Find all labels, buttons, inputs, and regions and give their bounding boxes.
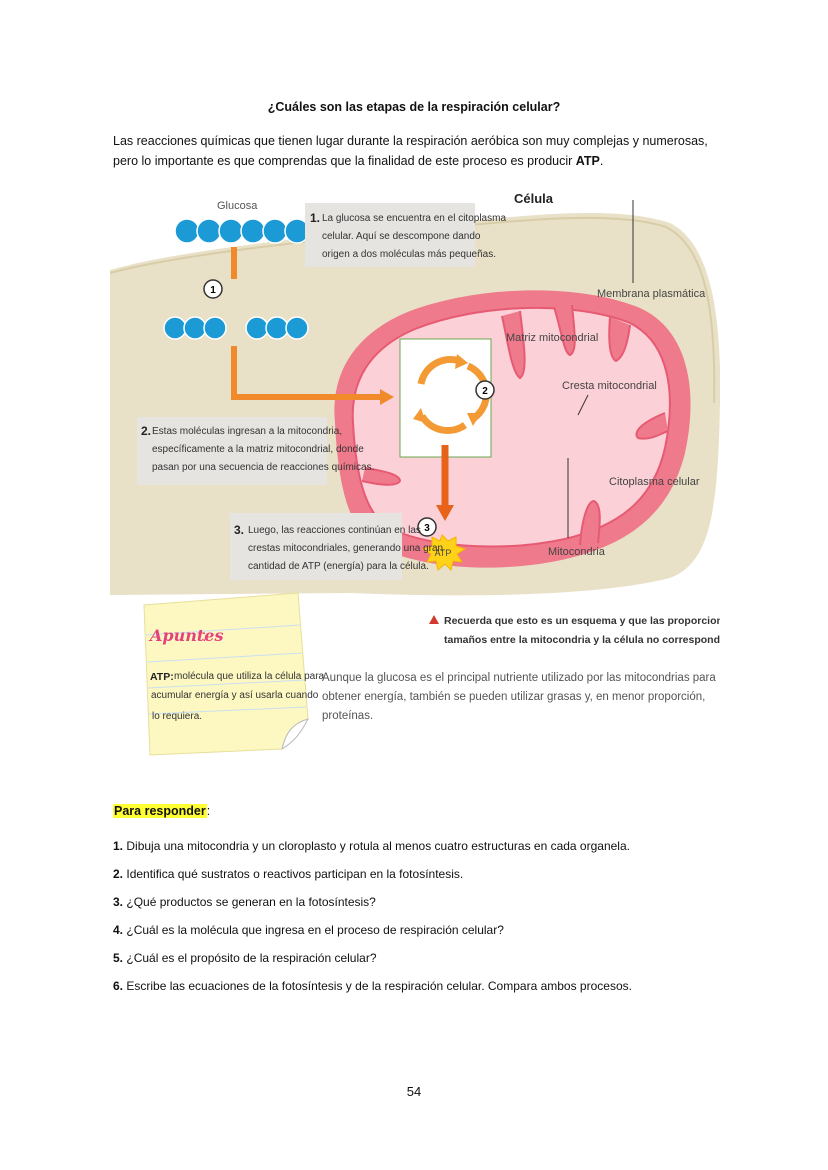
crista-pointer — [577, 394, 589, 416]
question-item: 2. Identifica qué sustratos o reactivos … — [113, 867, 464, 881]
callout-2-number: 2. — [141, 424, 151, 438]
mitochondrial-crista — [608, 316, 631, 363]
cell-membrane — [110, 216, 716, 404]
question-item: 6. Escribe las ecuaciones de la fotosínt… — [113, 979, 632, 993]
callout-2-line: pasan por una secuencia de reacciones qu… — [152, 462, 374, 473]
glucose-molecule — [174, 218, 310, 244]
step-marker-1: 1 — [203, 279, 223, 299]
apuntes-title: Apuntes — [148, 626, 223, 645]
krebs-cycle-box — [399, 338, 492, 458]
mitochondrial-crista — [361, 467, 402, 486]
responder-heading: Para responder: — [113, 804, 211, 818]
callout-2-line: Estas moléculas ingresan a la mitocondri… — [152, 426, 342, 437]
page-number: 54 — [406, 1084, 422, 1099]
side-text-line-2: obtener energía, también se pueden utili… — [322, 691, 705, 703]
transport-arrow — [231, 346, 382, 400]
svg-text:1: 1 — [210, 285, 216, 296]
question-item: 3. ¿Qué productos se generan en la fotos… — [113, 895, 376, 909]
note-triangle-icon — [429, 615, 439, 624]
respiration-diagram: ATP 1 2 3 Glucosa Célula Membrana plasmá… — [110, 183, 720, 760]
mitochondrial-crista — [579, 499, 601, 546]
callout-1-box — [305, 203, 475, 267]
callout-2-box — [137, 417, 327, 485]
membrane-label: Membrana plasmática — [597, 288, 706, 300]
mitochondria-label: Mitocondria — [548, 546, 606, 558]
atp-arrow-head — [436, 505, 454, 521]
pyruvate-molecules — [163, 316, 309, 340]
apuntes-colon: : — [202, 628, 206, 645]
question-item: 1. Dibuja una mitocondria y un cloroplas… — [113, 839, 630, 853]
apuntes-term: ATP: — [150, 671, 174, 683]
apuntes-line-2: acumular energía y así usarla cuando — [151, 690, 319, 701]
mitochondrial-crista — [553, 304, 576, 357]
callout-2-line: específicamente a la matriz mitocondrial… — [152, 444, 364, 455]
callout-3-line: cantidad de ATP (energía) para la célula… — [248, 561, 429, 572]
glucose-label: Glucosa — [217, 200, 258, 212]
step-marker-2: 2 — [475, 380, 495, 400]
callout-3-line: Luego, las reacciones continúan en las — [248, 525, 421, 536]
mitochondrial-crista — [501, 310, 526, 380]
responder-highlight: Para responder — [113, 804, 207, 818]
side-text-line-3: proteínas. — [322, 710, 373, 722]
step-marker-3: 3 — [417, 517, 437, 537]
atp-label: ATP — [435, 548, 452, 558]
cell-label: Célula — [514, 191, 554, 206]
page-title: ¿Cuáles son las etapas de la respiración… — [267, 100, 561, 114]
svg-text:3: 3 — [424, 523, 430, 534]
side-text-line-1: Aunque la glucosa es el principal nutrie… — [322, 672, 716, 684]
question-item: 5. ¿Cuál es el propósito de la respiraci… — [113, 951, 377, 965]
krebs-cycle-arrowheads — [413, 354, 481, 426]
note-line-2: tamaños entre la mitocondria y la célula… — [444, 634, 720, 646]
cytoplasm-label: Citoplasma celular — [609, 476, 700, 488]
callout-3-number: 3. — [234, 523, 244, 537]
callout-1-line: La glucosa se encuentra en el citoplasma — [322, 213, 506, 224]
apuntes-line-3: lo requiera. — [152, 711, 202, 722]
transport-arrow-head — [380, 389, 394, 405]
intro-paragraph: Las reacciones químicas que tienen lugar… — [113, 131, 723, 171]
intro-line-1: Las reacciones químicas que tienen lugar… — [113, 134, 708, 148]
mitochondrial-crista — [635, 412, 669, 440]
note-line-1: Recuerda que esto es un esquema y que la… — [444, 615, 720, 627]
callout-3-box — [230, 513, 402, 580]
apuntes-line-1: molécula que utiliza la célula para — [174, 671, 325, 682]
apuntes-note: Apuntes : ATP: molécula que utiliza la c… — [143, 592, 325, 756]
callout-3-line: crestas mitocondriales, generando una gr… — [248, 543, 443, 554]
crista-label: Cresta mitocondrial — [562, 380, 657, 392]
atp-star — [421, 534, 467, 571]
atp-emphasis: ATP — [575, 154, 600, 168]
question-item: 4. ¿Cuál es la molécula que ingresa en e… — [113, 923, 504, 937]
intro-line-2: pero lo importante es que comprendas que… — [113, 154, 604, 168]
matrix-label: Matriz mitocondrial — [506, 332, 598, 344]
callout-1-number: 1. — [310, 211, 320, 225]
callout-1-line: origen a dos moléculas más pequeñas. — [322, 249, 496, 260]
question-list: 1. Dibuja una mitocondria y un cloroplas… — [113, 837, 733, 1005]
svg-text:2: 2 — [482, 386, 488, 397]
callout-1-line: celular. Aquí se descompone dando — [322, 231, 481, 242]
